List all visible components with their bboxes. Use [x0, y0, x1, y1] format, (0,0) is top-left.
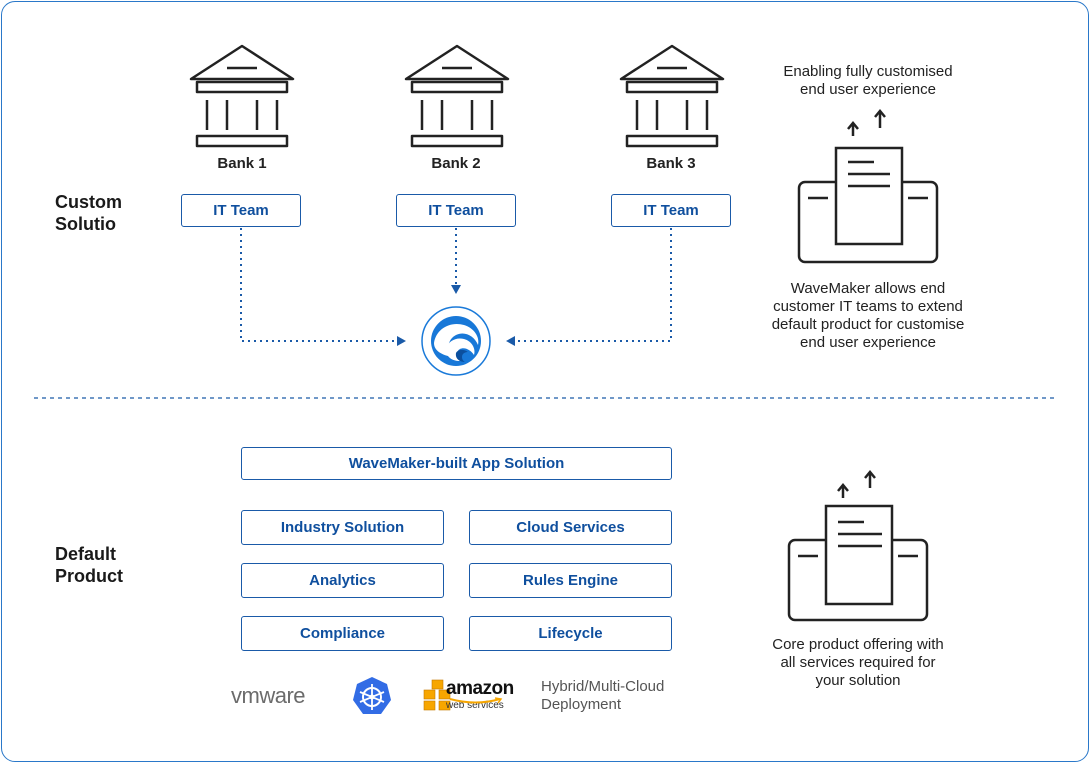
connector-bank1 [240, 228, 396, 342]
custom-bottom-caption-line3: default product for customise [771, 316, 965, 333]
hybrid-line2: Deployment [541, 696, 622, 713]
wavemaker-logo-icon [421, 306, 491, 376]
module-box-cloud-services: Cloud Services [469, 510, 672, 545]
bank-2-label: Bank 2 [431, 155, 481, 172]
default-caption: Core product offering with all services … [738, 636, 978, 690]
custom-bottom-caption-line2: customer IT teams to extend [773, 298, 963, 315]
module-box-compliance: Compliance [241, 616, 444, 651]
custom-bottom-caption-line4: end user experience [800, 334, 936, 351]
module-box-industry-solution: Industry Solution [241, 510, 444, 545]
hybrid-cloud-label: Hybrid/Multi-Cloud Deployment [541, 678, 664, 714]
it-team-box-1: IT Team [181, 194, 301, 227]
custom-bottom-caption-line1: WaveMaker allows end [790, 280, 946, 297]
bank-icon [189, 44, 295, 148]
bank-1-label: Bank 1 [217, 155, 267, 172]
module-box-rules-engine: Rules Engine [469, 563, 672, 598]
app-solution-box: WaveMaker-built App Solution [241, 447, 672, 480]
custom-label-line1: Custom [55, 192, 122, 212]
default-caption-line1: Core product offering with [772, 636, 944, 653]
default-product-label: Default Product [55, 543, 123, 587]
custom-solution-label: Custom Solutio [55, 191, 122, 235]
document-tray-icon [787, 470, 929, 622]
connector-bank3 [516, 228, 672, 342]
amazon-web-services-logo: amazon web services [446, 678, 514, 713]
default-label-line1: Default [55, 544, 117, 564]
bank-icon [619, 44, 725, 148]
module-box-analytics: Analytics [241, 563, 444, 598]
default-caption-line2: all services required for [780, 654, 936, 671]
hybrid-line1: Hybrid/Multi-Cloud [541, 678, 665, 695]
amazon-wordmark: amazon [446, 678, 514, 699]
module-box-lifecycle: Lifecycle [469, 616, 672, 651]
vmware-logo: vmware [231, 683, 306, 708]
document-tray-icon [797, 109, 939, 264]
custom-bottom-caption: WaveMaker allows end customer IT teams t… [748, 280, 988, 352]
bank-3-label: Bank 3 [646, 155, 696, 172]
custom-label-line2: Solutio [55, 214, 116, 234]
default-label-line2: Product [55, 566, 124, 586]
it-team-box-3: IT Team [611, 194, 731, 227]
arrowhead-down [451, 285, 461, 294]
web-services-wordmark: web services [446, 700, 504, 711]
amazon-smile-icon [449, 697, 503, 704]
arrowhead-left [506, 336, 515, 346]
kubernetes-icon [353, 677, 391, 714]
custom-top-caption: Enabling fully customised end user exper… [748, 63, 988, 99]
custom-top-caption-line2: end user experience [800, 81, 936, 98]
custom-top-caption-line1: Enabling fully customised [783, 63, 953, 80]
default-caption-line3: your solution [815, 672, 901, 689]
bank-icon [404, 44, 510, 148]
arrowhead-right [397, 336, 406, 346]
aws-cubes-icon [423, 679, 451, 711]
it-team-box-2: IT Team [396, 194, 516, 227]
